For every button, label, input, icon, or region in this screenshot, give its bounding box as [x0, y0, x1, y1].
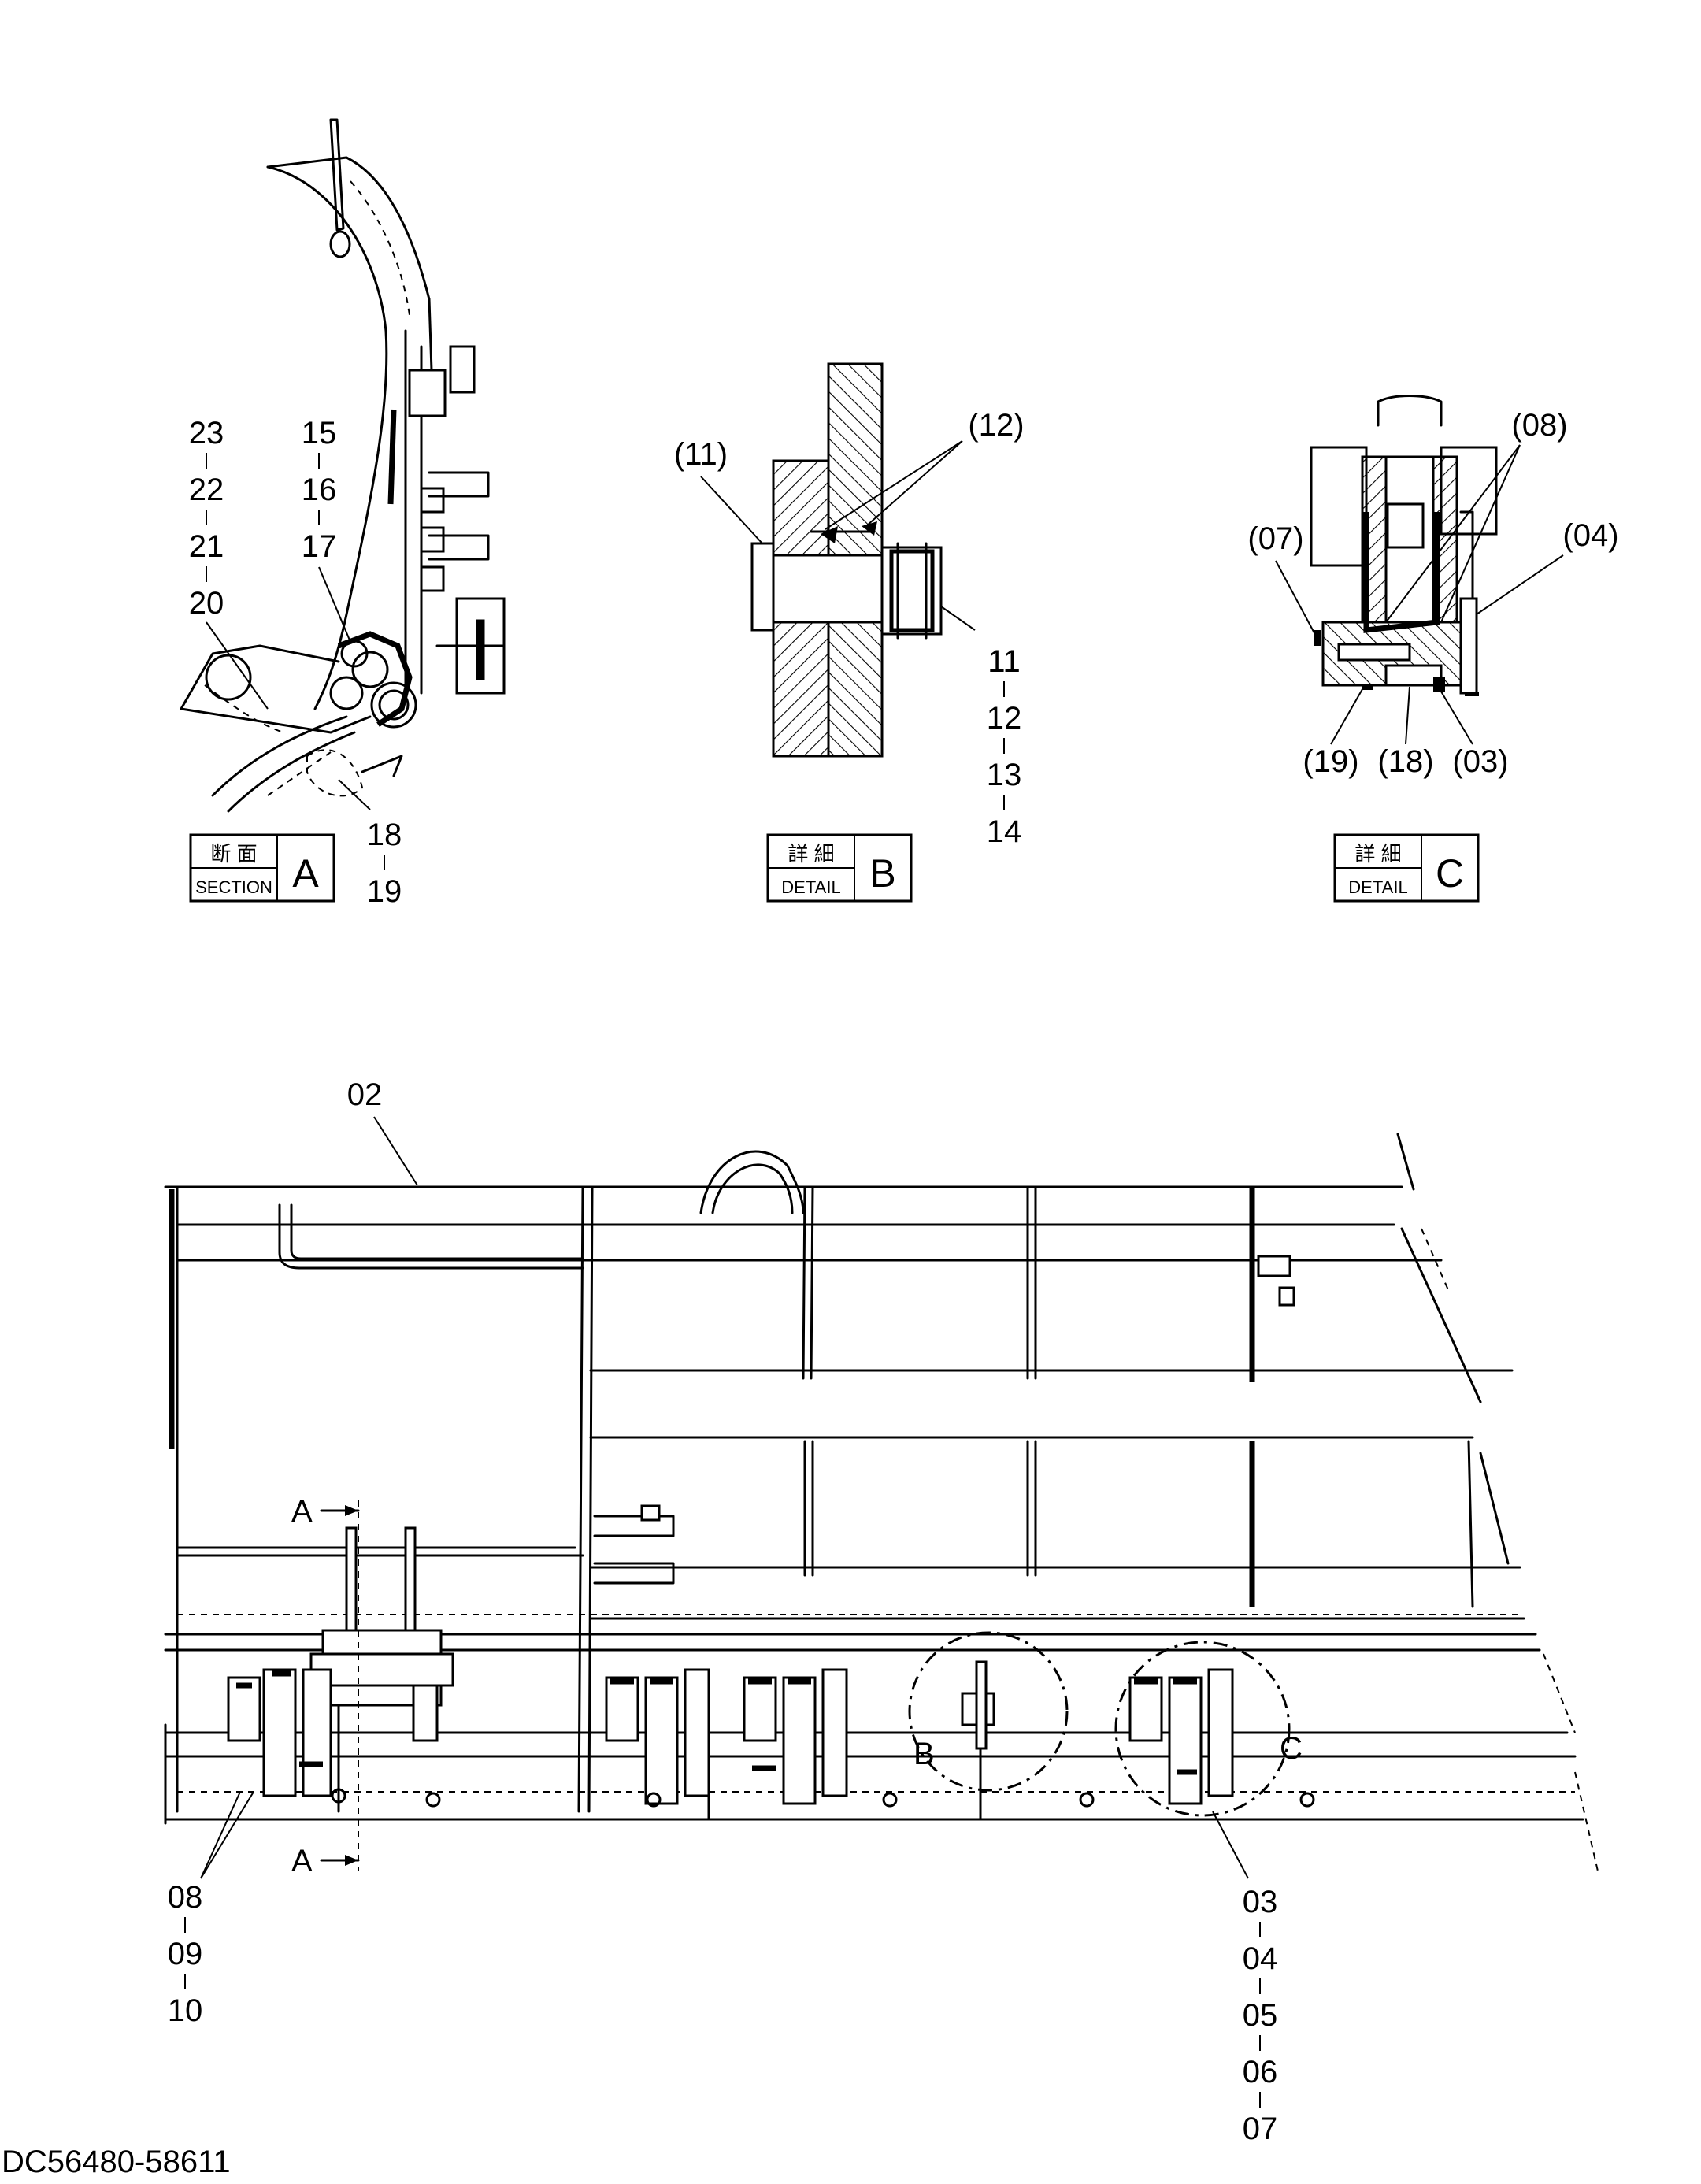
detail-b-drawing: [750, 362, 943, 758]
main-view-drawing: [164, 1133, 1599, 1875]
callout-21: 21: [189, 529, 224, 564]
section-marker-top: A: [291, 1494, 313, 1529]
detail-b-letter: B: [869, 851, 895, 895]
main-view-callouts-left: 08 09 10: [168, 1791, 254, 2028]
section-a-callouts-mid: 15 16 17: [302, 416, 351, 643]
main-view-labels: 02 A A B C: [291, 1077, 1303, 1878]
callout-04: 04: [1243, 1941, 1278, 1976]
callout-08: 08: [168, 1880, 203, 1915]
detail-b-title-en: DETAIL: [781, 877, 840, 897]
callout-12: 12: [987, 701, 1022, 736]
callout-05: 05: [1243, 1998, 1278, 2033]
detail-b-view: (11) (12) 11 12 13 14 詳 細 DETAIL B: [674, 362, 1025, 903]
detail-b-callouts: 11 12 13 14: [940, 606, 1022, 849]
callout-13: 13: [987, 758, 1022, 792]
callout-09: 09: [168, 1937, 203, 1971]
callout-22: 22: [189, 473, 224, 507]
detail-c-title-box: 詳 細 DETAIL C: [1333, 833, 1480, 903]
detail-c-drawing: [1310, 395, 1498, 696]
section-title-jp: 断 面: [210, 842, 257, 866]
section-a-drawing: [180, 118, 506, 813]
callout-15: 15: [302, 416, 337, 451]
ref-07: (07): [1247, 521, 1303, 556]
ref-03: (03): [1452, 744, 1508, 779]
callout-19: 19: [367, 874, 402, 909]
callout-11: 11: [988, 644, 1021, 679]
ref-18: (18): [1377, 744, 1433, 779]
detail-b-title-jp: 詳 細: [788, 842, 834, 866]
callout-16: 16: [302, 473, 337, 507]
detail-b-title-box: 詳 細 DETAIL B: [766, 833, 913, 903]
section-a-callouts-bottom: 18 19: [338, 779, 402, 909]
callout-10: 10: [168, 1993, 203, 2028]
ref-04: (04): [1562, 518, 1618, 553]
callout-14: 14: [987, 814, 1022, 849]
ref-12: (12): [968, 408, 1024, 443]
detail-marker-b: B: [914, 1737, 935, 1771]
section-title-en: SECTION: [195, 877, 272, 897]
drawing-id: DC56480-58611: [2, 2145, 231, 2179]
detail-marker-c: C: [1280, 1731, 1303, 1766]
detail-c-title-en: DETAIL: [1348, 877, 1407, 897]
callout-02: 02: [347, 1077, 383, 1112]
callout-17: 17: [302, 529, 337, 564]
callout-06: 06: [1243, 2055, 1278, 2089]
detail-c-letter: C: [1436, 851, 1464, 895]
callout-03: 03: [1243, 1885, 1278, 1919]
section-letter: A: [292, 851, 319, 895]
ref-11: (11): [674, 437, 728, 472]
callout-07: 07: [1243, 2112, 1278, 2146]
callout-18: 18: [367, 818, 402, 852]
detail-c-refs: (08) (07) (04) (19) (18) (03): [1247, 408, 1618, 779]
detail-b-refs: (11) (12): [674, 408, 1025, 544]
ref-19: (19): [1303, 744, 1358, 779]
detail-c-title-jp: 詳 細: [1354, 842, 1401, 866]
section-a-view: 23 22 21 20 15 16 17 18 19 断 面: [180, 118, 506, 909]
section-a-title-box: 断 面 SECTION A: [189, 833, 335, 903]
callout-23: 23: [189, 416, 224, 451]
section-marker-bottom: A: [291, 1844, 313, 1878]
section-a-callouts-left: 23 22 21 20: [189, 416, 269, 710]
ref-08: (08): [1511, 408, 1567, 443]
bracket-groups: [227, 1660, 1315, 1808]
main-view: 02 A A B C 08 09 10 03 04 05 06 07: [164, 1077, 1599, 2146]
detail-c-view: (08) (07) (04) (19) (18) (03) 詳 細 DETAIL…: [1247, 395, 1619, 903]
callout-20: 20: [189, 586, 224, 621]
main-view-callouts-right: 03 04 05 06 07: [1212, 1811, 1278, 2146]
